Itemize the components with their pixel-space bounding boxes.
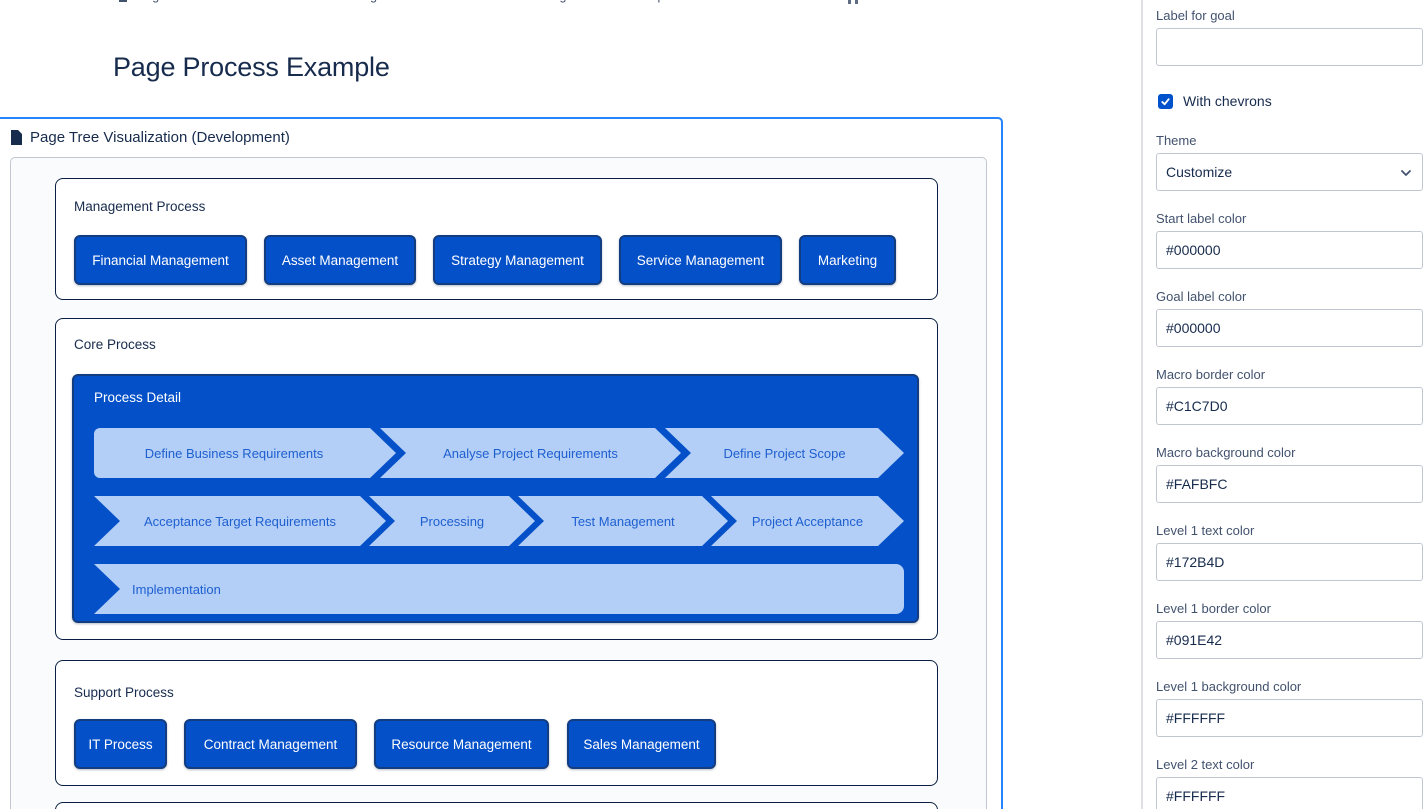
node-it-process[interactable]: IT Process xyxy=(74,719,167,769)
toolbar-icon-fragment[interactable] xyxy=(847,0,861,4)
page-title: Page Process Example xyxy=(113,52,390,82)
field-label: Level 1 background color xyxy=(1156,679,1302,694)
field-theme: Theme Customize xyxy=(1156,133,1423,191)
level1-border-color-input[interactable] xyxy=(1156,621,1423,659)
label-for-goal-input[interactable] xyxy=(1156,28,1423,66)
field-level1-border-color: Level 1 border color xyxy=(1156,601,1423,659)
field-level1-text-color: Level 1 text color xyxy=(1156,523,1423,581)
field-label: Goal label color xyxy=(1156,289,1247,304)
macro-background-color-input[interactable] xyxy=(1156,465,1423,503)
process-detail-label: Process Detail xyxy=(94,390,182,405)
chevron-row-2: Acceptance Target Requirements Processin… xyxy=(74,496,917,546)
field-label: Label for goal xyxy=(1156,8,1235,23)
field-label: Theme xyxy=(1156,133,1197,148)
chevron-define-business-requirements[interactable]: Define Business Requirements xyxy=(94,428,396,478)
chevron-row-3: Implementation xyxy=(74,564,917,614)
macro-body: Management Process Financial Management … xyxy=(10,157,987,809)
breadcrumb-item-content[interactable]: Content xyxy=(290,0,334,3)
field-label-for-goal: Label for goal xyxy=(1156,8,1423,66)
with-chevrons-label: With chevrons xyxy=(1183,93,1272,109)
section-management-process: Management Process Financial Management … xyxy=(55,178,938,300)
level1-background-color-input[interactable] xyxy=(1156,699,1423,737)
breadcrumb-item-current[interactable]: Page Process Example xyxy=(544,0,674,3)
start-label-color-input[interactable] xyxy=(1156,231,1423,269)
section-core-process: Core Process Process Detail Define Busin… xyxy=(55,318,938,640)
section-label: Management Process xyxy=(74,199,206,214)
document-icon xyxy=(10,130,23,145)
field-with-chevrons: With chevrons xyxy=(1158,93,1423,109)
page-icon xyxy=(118,0,128,2)
level2-text-color-input[interactable] xyxy=(1156,777,1423,809)
breadcrumb: Page Tree Visualization / Content / Page… xyxy=(118,0,674,3)
node-resource-management[interactable]: Resource Management xyxy=(374,719,549,769)
node-service-management[interactable]: Service Management xyxy=(619,235,782,285)
field-level2-text-color: Level 2 text color xyxy=(1156,757,1423,809)
theme-select[interactable]: Customize xyxy=(1156,153,1423,191)
node-financial-management[interactable]: Financial Management xyxy=(74,235,247,285)
field-start-label-color: Start label color xyxy=(1156,211,1423,269)
field-label: Level 2 text color xyxy=(1156,757,1255,772)
field-label: Macro border color xyxy=(1156,367,1266,382)
node-marketing[interactable]: Marketing xyxy=(799,235,896,285)
node-asset-management[interactable]: Asset Management xyxy=(264,235,416,285)
field-goal-label-color: Goal label color xyxy=(1156,289,1423,347)
chevron-acceptance-target-requirements[interactable]: Acceptance Target Requirements xyxy=(94,496,386,546)
node-strategy-management[interactable]: Strategy Management xyxy=(433,235,602,285)
breadcrumb-separator: / xyxy=(342,0,345,3)
section-partial xyxy=(55,802,938,809)
section-label: Core Process xyxy=(74,337,156,352)
chevron-down-icon xyxy=(1401,170,1411,176)
macro-config-sidebar: Label for goal With chevrons Theme Custo… xyxy=(1141,0,1423,809)
field-label: Start label color xyxy=(1156,211,1247,226)
field-macro-background-color: Macro background color xyxy=(1156,445,1423,503)
page-tree-visualization-macro[interactable]: Page Tree Visualization (Development) Ma… xyxy=(0,117,1003,809)
chevron-row-1: Define Business Requirements Analyse Pro… xyxy=(74,428,917,478)
chevron-define-project-scope[interactable]: Define Project Scope xyxy=(665,428,904,478)
macro-header: Page Tree Visualization (Development) xyxy=(10,129,290,146)
with-chevrons-checkbox[interactable] xyxy=(1158,93,1173,109)
breadcrumb-item-home[interactable]: Page Tree Visualization Home xyxy=(355,0,523,3)
process-detail-box[interactable]: Process Detail Define Business Requireme… xyxy=(72,374,919,623)
chevron-implementation[interactable]: Implementation xyxy=(94,564,904,614)
section-support-process: Support Process IT Process Contract Mana… xyxy=(55,660,938,786)
chevron-processing[interactable]: Processing xyxy=(369,496,535,546)
theme-select-value: Customize xyxy=(1166,164,1233,180)
breadcrumb-separator: / xyxy=(532,0,535,3)
breadcrumb-item-space[interactable]: Page Tree Visualization xyxy=(137,0,268,3)
macro-border-color-input[interactable] xyxy=(1156,387,1423,425)
section-label: Support Process xyxy=(74,685,174,700)
chevron-test-management[interactable]: Test Management xyxy=(518,496,728,546)
node-contract-management[interactable]: Contract Management xyxy=(184,719,357,769)
node-sales-management[interactable]: Sales Management xyxy=(567,719,716,769)
field-label: Macro background color xyxy=(1156,445,1296,460)
macro-title: Page Tree Visualization (Development) xyxy=(30,129,290,146)
chevron-project-acceptance[interactable]: Project Acceptance xyxy=(711,496,904,546)
field-macro-border-color: Macro border color xyxy=(1156,367,1423,425)
goal-label-color-input[interactable] xyxy=(1156,309,1423,347)
field-label: Level 1 text color xyxy=(1156,523,1255,538)
breadcrumb-separator: / xyxy=(277,0,280,3)
chevron-analyse-project-requirements[interactable]: Analyse Project Requirements xyxy=(380,428,681,478)
field-label: Level 1 border color xyxy=(1156,601,1271,616)
field-level1-background-color: Level 1 background color xyxy=(1156,679,1423,737)
level1-text-color-input[interactable] xyxy=(1156,543,1423,581)
